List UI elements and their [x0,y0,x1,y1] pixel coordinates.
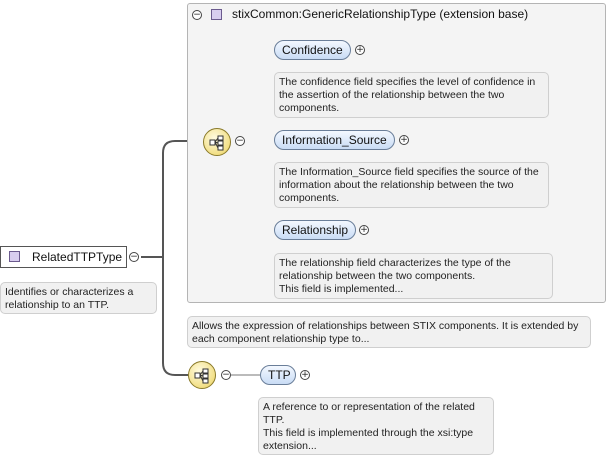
information-source-doc: The Information_Source field specifies t… [274,162,549,208]
extension-collapse-toggle[interactable]: − [192,10,202,20]
element-relationship[interactable]: Relationship [274,220,356,240]
root-type-node[interactable] [0,246,127,268]
root-type-doc: Identifies or characterizes a relationsh… [0,282,157,314]
outer-sequence-compositor-icon[interactable] [188,361,216,389]
outer-sequence-collapse-toggle[interactable]: − [221,370,231,380]
relationship-doc: The relationship field characterizes the… [274,253,553,299]
extension-base-doc: Allows the expression of relationships b… [187,316,591,348]
confidence-expand-toggle[interactable]: + [355,45,365,55]
sequence-glyph-icon [209,135,224,151]
ttp-expand-toggle[interactable]: + [300,370,310,380]
complex-type-icon [211,9,222,20]
root-type-icon [9,251,20,262]
trunk-connector [162,140,203,376]
relationship-expand-toggle[interactable]: + [359,225,369,235]
ttp-doc: A reference to or representation of the … [258,397,494,455]
element-ttp[interactable]: TTP [260,365,296,385]
root-collapse-toggle[interactable]: − [129,252,139,262]
element-information-source[interactable]: Information_Source [274,130,395,150]
sequence-compositor-icon[interactable] [203,128,231,156]
extension-base-title: stixCommon:GenericRelationshipType (exte… [232,7,529,21]
information-source-expand-toggle[interactable]: + [399,135,409,145]
sequence-collapse-toggle[interactable]: − [235,136,245,146]
confidence-doc: The confidence field specifies the level… [274,72,549,118]
outer-sequence-glyph-icon [194,368,209,384]
element-confidence[interactable]: Confidence [274,40,351,60]
root-type-label: RelatedTTPType [32,250,123,264]
